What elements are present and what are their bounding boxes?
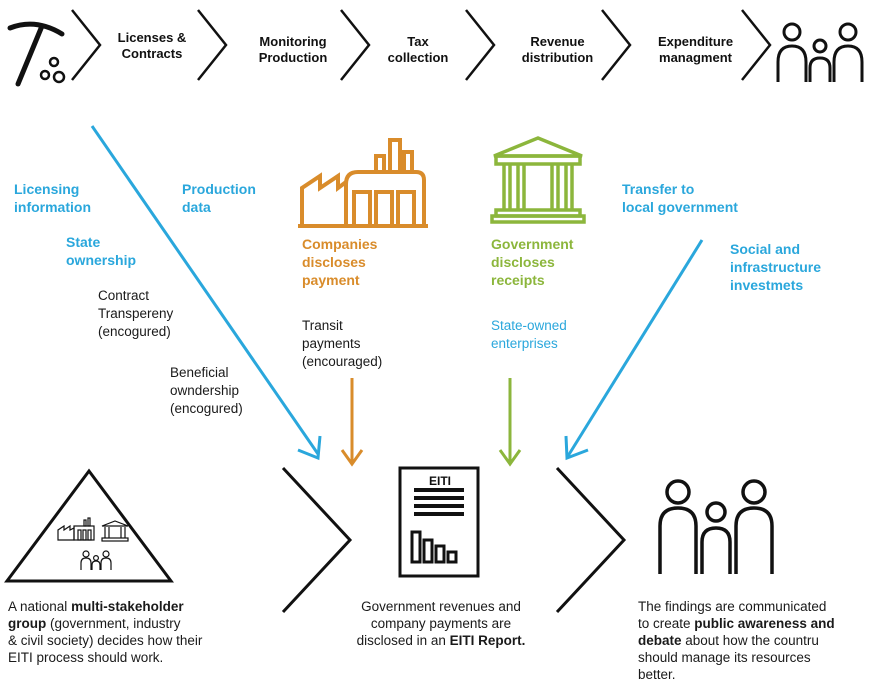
bottom-right-text: The findings are communicated to create … <box>638 599 835 682</box>
label-transfer-local-government: Transfer to local government <box>622 181 738 215</box>
step-expenditure-management: Expenditure managment <box>657 34 734 65</box>
label-state-owned-enterprises: State-owned enterprises <box>491 318 567 351</box>
label-companies-disclose-payment: Companies discloses payment <box>302 236 378 288</box>
step-tax-collection: Tax collection <box>387 34 449 65</box>
factory-icon <box>298 138 428 228</box>
label-state-ownership: State ownership <box>66 234 137 268</box>
value-chain-chevrons <box>71 9 772 81</box>
step-licenses-contracts: Licenses & Contracts <box>117 30 187 61</box>
label-production-data: Production data <box>182 181 256 215</box>
large-chevron-left <box>281 466 353 614</box>
green-arrow-head <box>498 449 522 467</box>
label-social-infrastructure: Social and infrastructure investmets <box>730 241 822 293</box>
chevron-1 <box>71 9 102 81</box>
public-people-icon <box>658 479 774 574</box>
eiti-report-document-icon <box>398 466 480 578</box>
eiti-badge: EITI <box>428 474 451 488</box>
label-licensing-information: Licensing information <box>14 181 91 215</box>
large-chevron-right <box>555 466 627 614</box>
bottom-center-text: Government revenues and company payments… <box>356 599 526 648</box>
chevron-4 <box>465 9 496 81</box>
chevron-3 <box>340 9 371 81</box>
step-revenue-distribution: Revenue distribution <box>521 34 594 65</box>
orange-arrow-head <box>340 449 364 467</box>
blue-arrow-left <box>90 125 320 455</box>
people-icon <box>776 22 864 82</box>
government-building-icon <box>490 136 586 224</box>
label-contract-transparency: Contract Transpereny (encogured) <box>98 288 174 339</box>
bottom-left-text: A national multi-stakeholder group (gove… <box>8 599 203 665</box>
step-monitoring-production: Monitoring Production <box>258 34 328 65</box>
blue-arrow-right <box>566 239 704 457</box>
blue-arrow-right-head <box>564 435 589 461</box>
label-transit-payments: Transit payments (encouraged) <box>302 318 383 369</box>
chevron-6 <box>741 9 772 81</box>
multi-stakeholder-triangle-icon <box>4 468 174 583</box>
label-beneficial-ownership: Beneficial owndership (encogured) <box>170 365 243 416</box>
chevron-5 <box>601 9 632 81</box>
blue-arrow-left-head <box>297 435 322 461</box>
chevron-2 <box>197 9 228 81</box>
pickaxe-icon <box>7 21 66 87</box>
label-government-discloses-receipts: Government discloses receipts <box>491 236 574 288</box>
